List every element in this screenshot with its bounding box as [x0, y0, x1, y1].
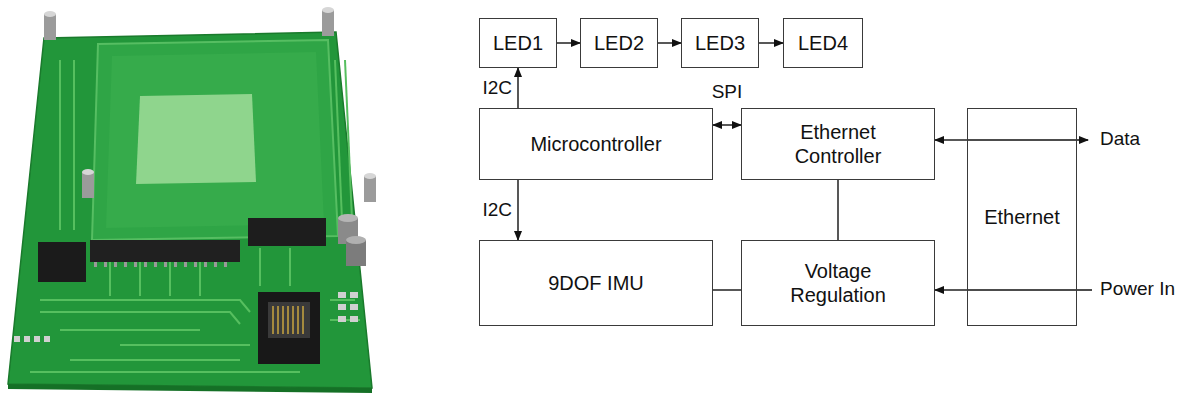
bus-label: SPI — [712, 82, 743, 103]
connector — [557, 42, 580, 43]
power-line — [967, 289, 1092, 290]
connector — [935, 139, 967, 140]
connector — [713, 124, 741, 125]
voltage-regulation-box: Voltage Regulation — [741, 240, 935, 326]
signal-label: Power In — [1100, 279, 1175, 300]
led-box: LED3 — [681, 18, 759, 68]
data-line — [967, 139, 1088, 140]
connector — [935, 289, 967, 290]
connector — [517, 180, 518, 240]
led-box: LED2 — [580, 18, 658, 68]
bus-label: I2C — [482, 78, 512, 99]
led-box: LED1 — [479, 18, 557, 68]
node-label: LED3 — [695, 31, 745, 55]
node-label: Microcontroller — [530, 132, 661, 156]
connector — [517, 68, 518, 108]
signal-label: Data — [1100, 129, 1140, 150]
microcontroller-box: Microcontroller — [479, 108, 713, 180]
node-label: Ethernet — [984, 205, 1060, 229]
connector — [837, 180, 838, 240]
node-label: LED4 — [798, 31, 848, 55]
ethernet-controller-box: Ethernet Controller — [741, 108, 935, 180]
node-label: LED1 — [493, 31, 543, 55]
node-label: Ethernet Controller — [778, 120, 898, 168]
led-box: LED4 — [783, 18, 863, 68]
imu-box: 9DOF IMU — [479, 240, 713, 326]
node-label: 9DOF IMU — [548, 271, 644, 295]
ethernet-box: Ethernet — [967, 108, 1077, 326]
node-label: Voltage Regulation — [778, 259, 898, 307]
bus-label: I2C — [482, 200, 512, 221]
connector — [713, 289, 741, 290]
connector — [658, 42, 681, 43]
node-label: LED2 — [594, 31, 644, 55]
pcb-illustration — [0, 0, 380, 402]
connector — [759, 42, 783, 43]
